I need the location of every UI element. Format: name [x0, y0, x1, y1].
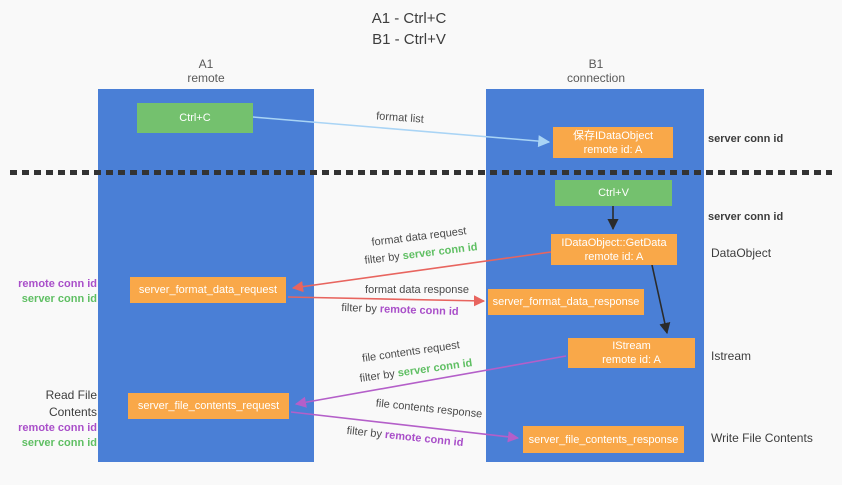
server-format-data-response-label: server_format_data_response [492, 296, 640, 308]
format-data-request-arrow [291, 251, 552, 293]
getdata-line1: IDataObject::GetData [561, 236, 667, 249]
file-server-conn-id-label: server conn id [21, 437, 97, 449]
ctrl-c-box: Ctrl+C [137, 103, 253, 133]
right-column-header: B1 connection [567, 57, 625, 85]
getdata-to-istream-arrow [651, 264, 671, 335]
dataobject-label: DataObject [711, 246, 772, 260]
file-contents-response-arrow [290, 411, 520, 443]
istream-line1: IStream [612, 340, 651, 352]
istream-box: IStream remote id: A [568, 338, 695, 368]
right-column-role: connection [566, 71, 626, 85]
format-remote-conn-id-label: remote conn id [18, 278, 97, 290]
format-data-response-arrow [287, 295, 486, 307]
server-file-contents-request-label: server_file_contents_request [137, 400, 280, 412]
save-dataobject-line1: 保存IDataObject [572, 129, 654, 142]
save-dataobject-line2: remote id: A [583, 143, 643, 156]
title-line-1: A1 - Ctrl+C [371, 10, 447, 27]
ctrl-v-box: Ctrl+V [555, 180, 672, 206]
file-contents-request-arrow [294, 355, 567, 408]
getdata-box: IDataObject::GetData remote id: A [551, 234, 677, 265]
server-conn-id-top-label: server conn id [708, 133, 784, 145]
format-server-conn-id-label: server conn id [21, 293, 97, 305]
left-column-role: remote [187, 71, 225, 85]
page-title: A1 - Ctrl+C B1 - Ctrl+V [372, 8, 447, 50]
server-file-contents-response-box: server_file_contents_response [523, 426, 684, 453]
read-file-contents-label: Read File Contents [45, 388, 97, 419]
save-dataobject-box: 保存IDataObject remote id: A [553, 127, 673, 158]
getdata-line2: remote id: A [584, 250, 644, 263]
dotted-separator-line [10, 170, 832, 175]
format-conn-id-block: remote conn id server conn id [0, 277, 97, 307]
file-remote-conn-id-label: remote conn id [18, 422, 97, 434]
ctrl-v-label: Ctrl+V [598, 187, 629, 199]
server-file-contents-request-box: server_file_contents_request [128, 393, 289, 419]
file-conn-id-block: Read File Contents remote conn id server… [0, 387, 97, 451]
left-column-header: A1 remote [187, 57, 224, 85]
server-format-data-request-box: server_format_data_request [130, 277, 286, 303]
left-column-name: A1 [198, 57, 214, 71]
filter-by-text: filter by [341, 301, 378, 316]
istream-line2: remote id: A [602, 354, 661, 366]
write-file-contents-label: Write File Contents [711, 431, 813, 445]
format-data-response-label: format data response [365, 284, 469, 296]
istream-side-label: Istream [711, 349, 752, 363]
ctrl-c-label: Ctrl+C [179, 112, 211, 124]
server-format-data-request-label: server_format_data_request [138, 284, 278, 296]
server-conn-id-middle-label: server conn id [708, 211, 784, 223]
title-line-2: B1 - Ctrl+V [372, 31, 446, 48]
server-format-data-response-box: server_format_data_response [488, 289, 644, 315]
right-column-name: B1 [588, 57, 604, 71]
format-list-arrow [252, 116, 551, 148]
server-file-contents-response-label: server_file_contents_response [528, 433, 679, 446]
